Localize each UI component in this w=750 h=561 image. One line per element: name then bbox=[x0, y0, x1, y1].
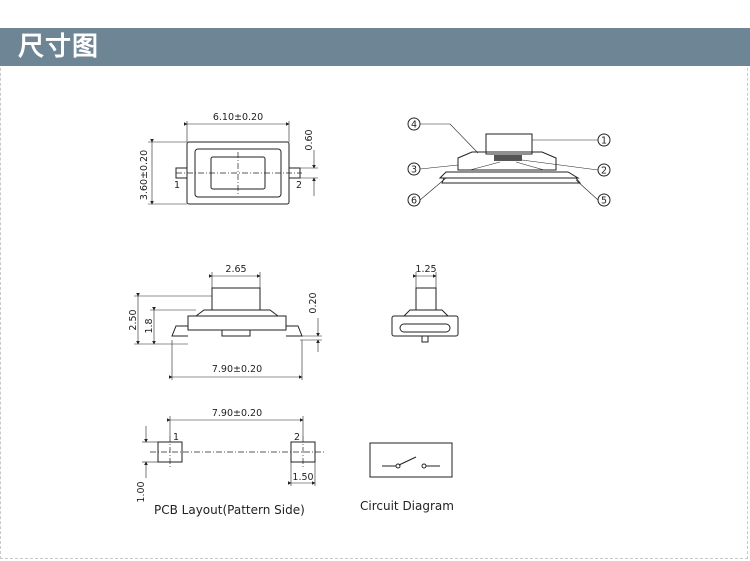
top-width-dim: 6.10±0.20 bbox=[213, 112, 263, 123]
section-view: 4 1 3 2 6 5 bbox=[407, 117, 611, 207]
top-lead-dim: 0.60 bbox=[304, 129, 315, 150]
pcb-span-dim: 7.90±0.20 bbox=[212, 408, 262, 419]
front-overall-dim: 7.90±0.20 bbox=[212, 364, 262, 375]
callout-6: 6 bbox=[411, 196, 417, 207]
pcb-pin2-label: 2 bbox=[294, 432, 300, 443]
header-bar: 尺寸图 bbox=[0, 28, 750, 66]
side-view: 1.25 bbox=[391, 264, 459, 343]
pcb-pin1-label: 1 bbox=[173, 432, 179, 443]
front-actuator-dim: 2.65 bbox=[225, 264, 246, 275]
dome-contact bbox=[494, 155, 522, 161]
circuit-box bbox=[369, 442, 453, 478]
front-body-height-dim: 1.8 bbox=[144, 318, 155, 333]
top-pin1-label: 1 bbox=[174, 180, 180, 191]
side-actuator-dim: 1.25 bbox=[415, 264, 436, 275]
top-view: 6.10±0.20 3.60±0.20 0.60 1 2 bbox=[139, 112, 318, 205]
pcb-pad-height-dim: 1.00 bbox=[136, 481, 147, 502]
callout-1: 1 bbox=[601, 136, 607, 147]
callout-4: 4 bbox=[411, 120, 417, 131]
front-total-height-dim: 2.50 bbox=[128, 309, 139, 330]
callout-2: 2 bbox=[601, 166, 607, 177]
circuit-caption: Circuit Diagram bbox=[360, 499, 454, 513]
page-title: 尺寸图 bbox=[18, 32, 100, 62]
callout-5: 5 bbox=[601, 196, 607, 207]
pcb-layout: 7.90±0.20 1 2 1.00 1.50 PCB Layout(Patte… bbox=[136, 408, 324, 517]
pcb-pad-width-dim: 1.50 bbox=[292, 472, 313, 483]
top-height-dim: 3.60±0.20 bbox=[139, 150, 150, 200]
circuit-diagram: Circuit Diagram bbox=[360, 442, 454, 513]
pcb-caption: PCB Layout(Pattern Side) bbox=[154, 503, 305, 517]
front-lead-thickness-dim: 0.20 bbox=[308, 292, 319, 313]
top-pin2-label: 2 bbox=[296, 180, 302, 191]
front-view: 2.65 2.50 1.8 0.20 7.90±0.20 bbox=[128, 264, 322, 380]
callout-3: 3 bbox=[411, 165, 417, 176]
